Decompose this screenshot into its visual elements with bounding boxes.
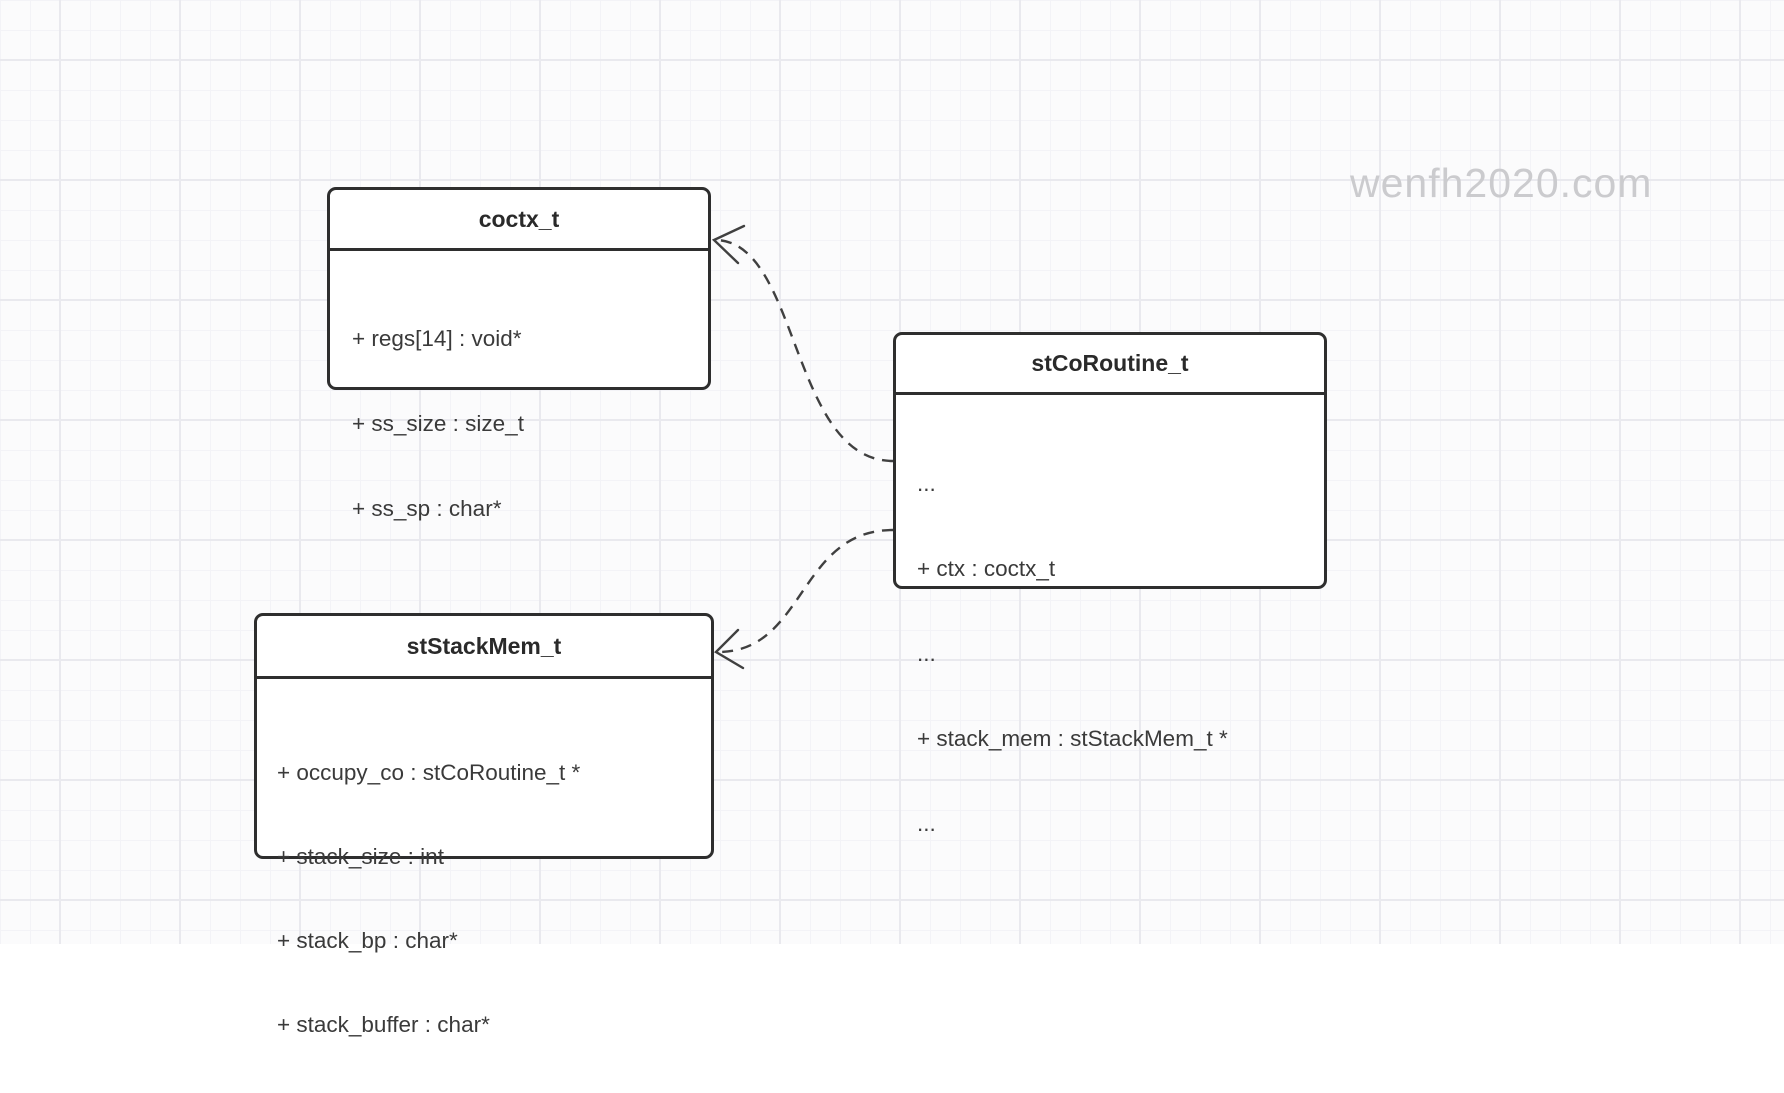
class-field: + ss_size : size_t (352, 411, 524, 436)
class-title-coctx-t: coctx_t (330, 190, 708, 251)
class-box-ststackmem-t[interactable]: stStackMem_t + occupy_co : stCoRoutine_t… (254, 613, 714, 1037)
class-field: + ss_sp : char* (352, 496, 502, 521)
class-field: ... (917, 471, 936, 496)
class-field: + stack_mem : stStackMem_t * (917, 726, 1228, 751)
diagram-canvas: wenfh2020.com coctx_t + regs[14] : void*… (0, 0, 1784, 1037)
edge-ctx-to-coctx-t[interactable] (711, 224, 894, 463)
class-field: ... (917, 811, 936, 836)
watermark: wenfh2020.com (1350, 160, 1653, 206)
class-field: + ctx : coctx_t (917, 556, 1056, 581)
class-title-stcoroutine-t: stCoRoutine_t (896, 335, 1324, 395)
class-box-stcoroutine-t[interactable]: stCoRoutine_t ... + ctx : coctx_t ... + … (893, 332, 1327, 836)
class-field: + occupy_co : stCoRoutine_t * (277, 760, 581, 785)
class-field: + regs[14] : void* (352, 326, 522, 351)
class-box-coctx-t[interactable]: coctx_t + regs[14] : void* + ss_size : s… (327, 187, 711, 521)
class-title-ststackmem-t: stStackMem_t (257, 616, 711, 679)
class-field: ... (917, 641, 936, 666)
class-field: + stack_size : int (277, 844, 444, 869)
edge-stack-mem-to-ststackmem-t[interactable] (714, 528, 894, 670)
diagram-edges (711, 224, 894, 670)
class-field: + stack_buffer : char* (277, 1012, 490, 1037)
